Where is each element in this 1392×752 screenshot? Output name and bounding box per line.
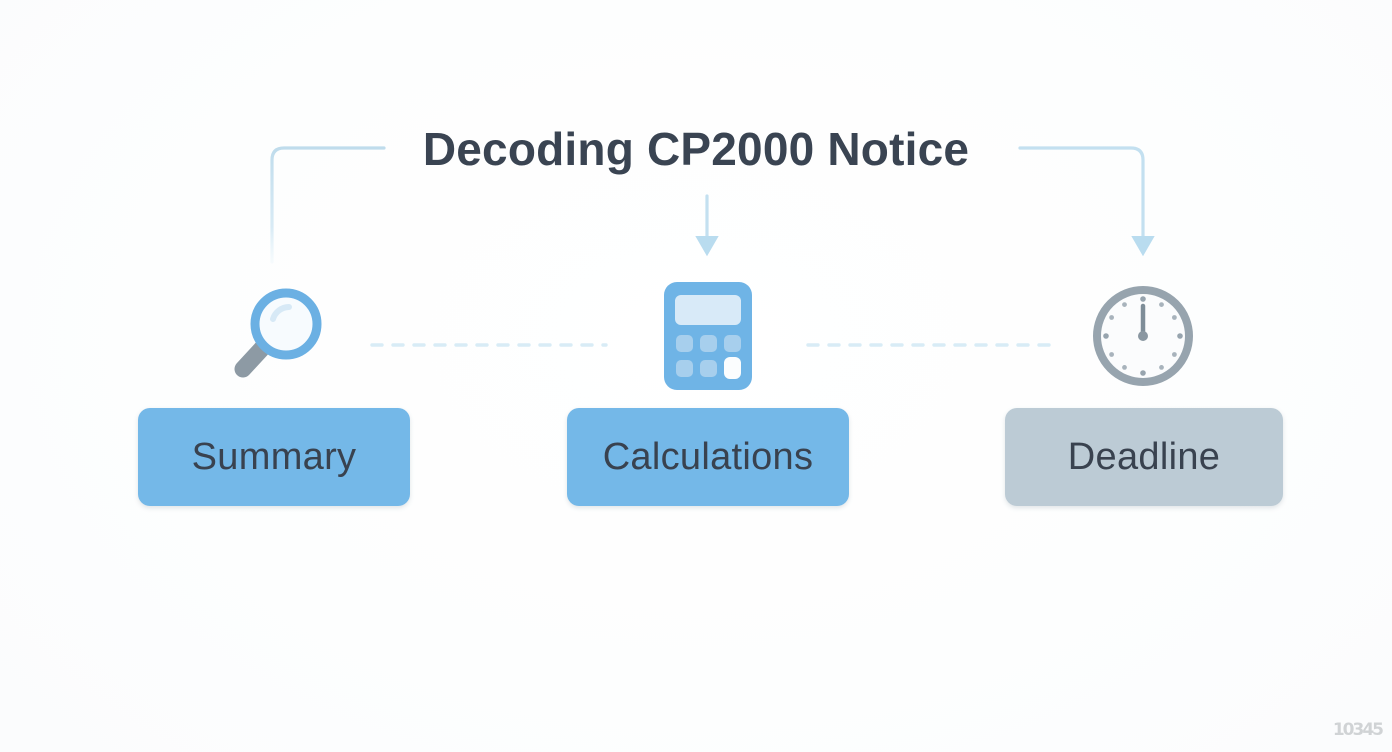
calculator-icon-wrap [558, 270, 858, 402]
page-title: Decoding CP2000 Notice [422, 123, 970, 175]
clock-icon [1093, 286, 1193, 386]
step-deadline[interactable]: Deadline [993, 270, 1293, 506]
clock-icon-wrap [993, 270, 1293, 402]
label-calculations: Calculations [602, 435, 814, 478]
magnifier-icon [234, 288, 322, 378]
label-box-deadline[interactable]: Deadline [1005, 408, 1283, 506]
step-summary[interactable]: Summary [124, 270, 424, 506]
magnifier-icon-wrap [124, 270, 424, 402]
calculator-icon [664, 282, 752, 390]
label-summary: Summary [191, 435, 357, 478]
label-box-summary[interactable]: Summary [138, 408, 410, 506]
step-calculations[interactable]: Calculations [558, 270, 858, 506]
label-deadline: Deadline [1067, 435, 1221, 478]
watermark: 10345 [1332, 720, 1384, 740]
label-box-calculations[interactable]: Calculations [567, 408, 849, 506]
